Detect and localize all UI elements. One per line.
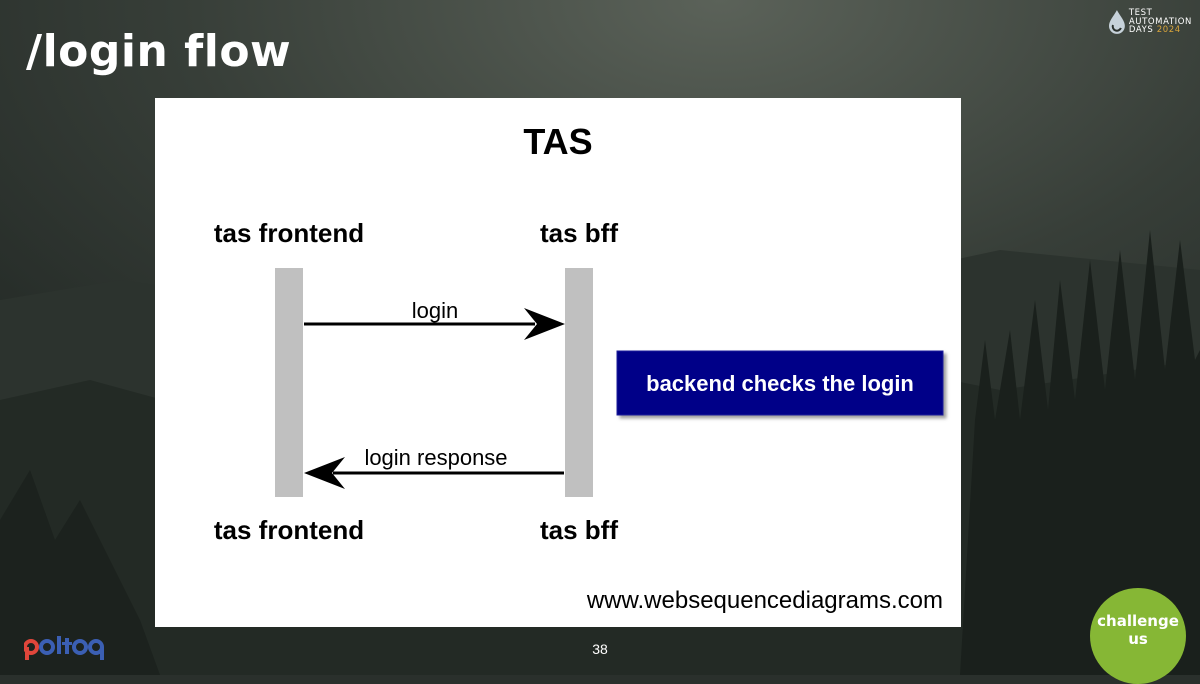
badge-line1: challenge <box>1097 612 1179 630</box>
participant-top-tas-frontend: tas frontend <box>214 218 364 248</box>
event-logo-line3: DAYS 2024 <box>1128 25 1181 36</box>
slide-title: /login flow <box>26 26 292 77</box>
arrowhead-right-icon <box>524 308 565 340</box>
challenge-us-badge: challenge us <box>1090 588 1186 684</box>
event-logo-line2: AUTOMATION <box>1128 16 1192 27</box>
diagram-watermark: www.websequencediagrams.com <box>586 587 943 614</box>
sequence-diagram-canvas: TAS tas frontend tas bff login backend c… <box>214 121 944 614</box>
polteq-logo <box>24 636 104 660</box>
note-box <box>616 350 944 416</box>
participant-bottom-tas-frontend: tas frontend <box>214 515 364 545</box>
diagram-title: TAS <box>523 121 592 162</box>
message-label-login-response: login response <box>364 445 507 470</box>
test-automation-days-logo: TEST AUTOMATION DAYS 2024 <box>1108 6 1192 38</box>
arrowhead-left-icon <box>304 457 345 489</box>
badge-line2: us <box>1128 630 1148 648</box>
page-number: 38 <box>592 641 608 657</box>
note-text: backend checks the login <box>646 371 914 396</box>
lifeline-tas-frontend <box>275 268 303 497</box>
message-label-login: login <box>412 298 458 323</box>
sequence-diagram: TAS tas frontend tas bff login backend c… <box>155 98 961 627</box>
participant-top-tas-bff: tas bff <box>540 218 618 248</box>
lifeline-tas-bff <box>565 268 593 497</box>
droplet-logo-icon <box>1108 10 1125 34</box>
participant-bottom-tas-bff: tas bff <box>540 515 618 545</box>
event-logo-line1: TEST <box>1128 8 1153 19</box>
